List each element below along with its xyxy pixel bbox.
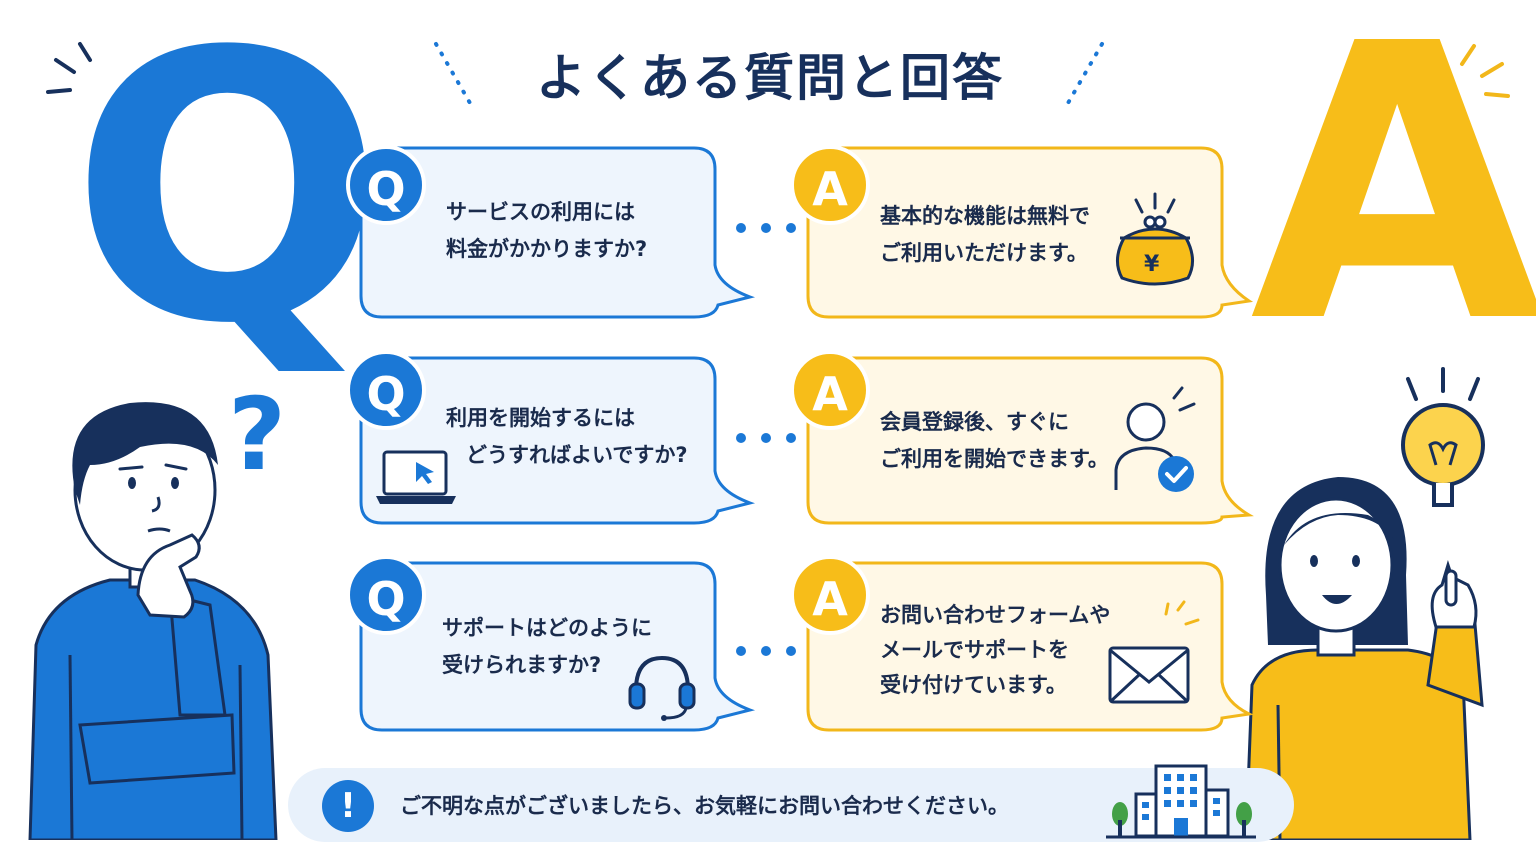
q-badge-1: Q <box>346 145 426 225</box>
envelope-icon <box>1108 600 1200 704</box>
headset-icon <box>628 655 696 721</box>
question-mark-icon: ? <box>228 376 287 493</box>
connector-dots-3 <box>736 645 796 657</box>
question-text-1: サービスの利用には 料金がかかりますか? <box>446 194 647 268</box>
question-1-line-2: 料金がかかりますか? <box>446 237 648 261</box>
page-title: よくある質問と回答 <box>536 49 1004 107</box>
q-sparkle-icon <box>46 42 92 94</box>
answer-2-line-2: ご利用を開始できます。 <box>880 447 1109 471</box>
a-sparkle-icon <box>1460 44 1510 98</box>
question-1-line-1: サービスの利用には <box>446 200 635 224</box>
a-badge-2: A <box>790 350 870 430</box>
question-3-line-2: 受けられますか? <box>442 653 602 677</box>
a-badge-3: A <box>790 555 870 635</box>
answer-text-3: お問い合わせフォームや メールでサポートを 受け付けています。 <box>880 598 1110 703</box>
woman-lightbulb-illustration <box>1244 367 1485 840</box>
coin-purse-yen-icon <box>1116 192 1194 286</box>
question-2-line-1: 利用を開始するには <box>446 406 635 430</box>
big-q-letter: Q <box>70 0 385 405</box>
title-deco-left <box>434 42 476 112</box>
answer-1-line-2: ご利用いただけます。 <box>880 241 1088 265</box>
big-a-letter: A <box>1250 0 1536 406</box>
question-2-line-2: どうすればよいですか? <box>466 443 688 467</box>
answer-2-line-1: 会員登録後、すぐに <box>880 410 1069 434</box>
thinking-man-illustration <box>28 402 278 840</box>
q-badge-2: Q <box>346 350 426 430</box>
answer-text-2: 会員登録後、すぐに ご利用を開始できます。 <box>880 404 1109 478</box>
answer-3-line-3: 受け付けています。 <box>880 673 1067 697</box>
question-text-3: サポートはどのように 受けられますか? <box>442 610 652 684</box>
q-badge-3: Q <box>346 555 426 635</box>
connector-dots-1 <box>736 222 796 234</box>
question-3-line-1: サポートはどのように <box>442 616 652 640</box>
answer-1-line-1: 基本的な機能は無料で <box>880 204 1090 228</box>
laptop-cursor-icon <box>376 450 456 504</box>
exclamation-icon: ! <box>322 780 374 832</box>
answer-text-1: 基本的な機能は無料で ご利用いただけます。 <box>880 198 1090 272</box>
answer-3-line-2: メールでサポートを <box>880 638 1069 662</box>
title-deco-right <box>1062 42 1104 112</box>
yen-symbol: ¥ <box>1144 252 1160 277</box>
a-badge-1: A <box>790 145 870 225</box>
banner-text: ご不明な点がございましたら、お気軽にお問い合わせください。 <box>400 794 1009 818</box>
connector-dots-2 <box>736 432 796 444</box>
answer-3-line-1: お問い合わせフォームや <box>880 603 1111 627</box>
info-banner <box>288 768 1294 842</box>
user-check-icon <box>1114 386 1196 492</box>
office-building-icon <box>1106 764 1256 839</box>
question-text-2: 利用を開始するには どうすればよいですか? <box>446 400 688 474</box>
